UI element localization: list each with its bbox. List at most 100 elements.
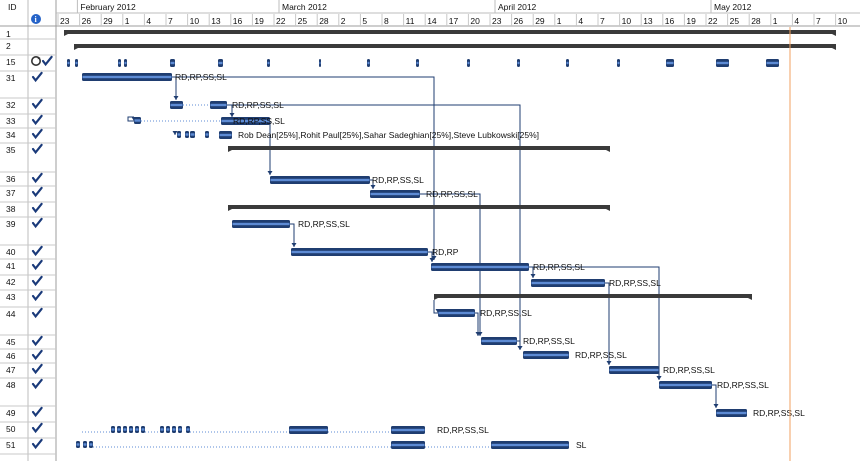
task-row-50[interactable]: 50 (0, 422, 56, 439)
summary-bar-2[interactable] (74, 44, 836, 50)
task-id: 38 (6, 204, 16, 214)
task-row-40[interactable]: 40 (0, 245, 56, 260)
task-bar-50a[interactable] (289, 426, 328, 434)
recurring-occurrence-0[interactable] (67, 59, 70, 67)
task-bar-32[interactable] (170, 101, 183, 109)
task-bar-42[interactable] (531, 279, 605, 287)
task-label-51: SL (576, 440, 587, 450)
task-row-36[interactable]: 36 (0, 172, 56, 187)
task-bar-50-seg-1[interactable] (117, 426, 121, 433)
task-bar-51-seg-1[interactable] (83, 441, 87, 448)
task-row-45[interactable]: 45 (0, 335, 56, 350)
complete-check-icon (31, 143, 43, 155)
task-row-42[interactable]: 42 (0, 275, 56, 291)
summary-bar-43[interactable] (434, 294, 752, 300)
task-row-35[interactable]: 35 (0, 143, 56, 173)
task-row-41[interactable]: 41 (0, 259, 56, 276)
recurring-occurrence-8[interactable] (367, 59, 370, 67)
task-bar-50-seg-10[interactable] (186, 426, 190, 433)
recurring-occurrence-1[interactable] (75, 59, 78, 67)
task-row-39[interactable]: 39 (0, 217, 56, 246)
task-row-1[interactable]: 1 (0, 29, 56, 40)
dependency-link-41-42-arrowhead (530, 274, 536, 278)
task-bar-33a[interactable] (134, 117, 141, 124)
task-bar-50-seg-3[interactable] (129, 426, 133, 433)
recurring-occurrence-11[interactable] (517, 59, 520, 67)
task-bar-51-seg-0[interactable] (76, 441, 80, 448)
task-row-46[interactable]: 46 (0, 349, 56, 364)
task-row-49[interactable]: 49 (0, 406, 56, 423)
task-row-51[interactable]: 51 (0, 438, 56, 455)
task-bar-50-seg-2[interactable] (123, 426, 127, 433)
task-bar-50-seg-5[interactable] (141, 426, 145, 433)
task-row-34[interactable]: 34 (0, 128, 56, 144)
recurring-occurrence-5[interactable] (218, 59, 223, 67)
recurring-occurrence-4[interactable] (170, 59, 175, 67)
task-row-32[interactable]: 32 (0, 98, 56, 115)
task-bar-33[interactable] (221, 117, 270, 125)
task-bar-46[interactable] (523, 351, 569, 359)
recurring-occurrence-3[interactable] (124, 59, 127, 67)
task-label-48: RD,RP,SS,SL (717, 380, 769, 390)
recurring-occurrence-9[interactable] (416, 59, 419, 67)
recurring-occurrence-2[interactable] (118, 59, 121, 67)
task-bar-34[interactable] (219, 131, 232, 139)
task-bar-32b[interactable] (210, 101, 227, 109)
task-bar-50-seg-6[interactable] (160, 426, 164, 433)
summary-bar-38[interactable] (228, 205, 610, 211)
task-row-15[interactable]: 15 (0, 55, 56, 72)
recurring-occurrence-16[interactable] (766, 59, 779, 67)
task-bar-36[interactable] (270, 176, 370, 184)
task-bar-34-seg-2[interactable] (190, 131, 195, 138)
task-bar-48[interactable] (659, 381, 712, 389)
task-label-37: RD,RP,SS,SL (426, 189, 478, 199)
task-row-44[interactable]: 44 (0, 307, 56, 336)
task-bar-49[interactable] (716, 409, 747, 417)
task-row-47[interactable]: 47 (0, 363, 56, 379)
task-bar-39[interactable] (232, 220, 290, 228)
task-bar-44[interactable] (438, 309, 475, 317)
recurring-occurrence-7[interactable] (319, 59, 321, 67)
recurring-occurrence-15[interactable] (716, 59, 729, 67)
task-bar-40[interactable] (291, 248, 428, 256)
task-bar-50-seg-7[interactable] (166, 426, 170, 433)
recurring-occurrence-10[interactable] (467, 59, 470, 67)
summary-bar-35[interactable] (228, 146, 610, 152)
day-tick-label: 4 (578, 16, 583, 26)
task-bar-31[interactable] (82, 73, 172, 81)
task-bar-50b[interactable] (391, 426, 425, 434)
task-bar-50-seg-4[interactable] (135, 426, 139, 433)
summary-bar-1[interactable] (64, 30, 836, 36)
recurring-occurrence-14[interactable] (666, 59, 674, 67)
task-row-31[interactable]: 31 (0, 71, 56, 99)
task-bar-51-seg-2[interactable] (89, 441, 93, 448)
task-id: 34 (6, 130, 16, 140)
task-row-2[interactable]: 2 (0, 41, 56, 56)
recurring-occurrence-6[interactable] (267, 59, 270, 67)
task-bar-34-seg-3[interactable] (205, 131, 209, 138)
task-bar-37[interactable] (370, 190, 420, 198)
task-row-38[interactable]: 38 (0, 202, 56, 218)
recurring-occurrence-13[interactable] (617, 59, 620, 67)
task-bar-50-seg-8[interactable] (172, 426, 176, 433)
task-row-33[interactable]: 33 (0, 114, 56, 129)
task-bar-51b[interactable] (491, 441, 569, 449)
task-row-37[interactable]: 37 (0, 186, 56, 203)
task-bar-51a[interactable] (391, 441, 425, 449)
task-bar-41[interactable] (431, 263, 529, 271)
task-bar-47[interactable] (609, 366, 659, 374)
task-bar-50-seg-9[interactable] (178, 426, 182, 433)
task-bar-45[interactable] (481, 337, 517, 345)
task-row-43[interactable]: 43 (0, 290, 56, 308)
task-bar-50-seg-0[interactable] (111, 426, 115, 433)
recurring-occurrence-12[interactable] (566, 59, 569, 67)
task-bar-34-seg-1[interactable] (185, 131, 189, 138)
task-label-50: RD,RP,SS,SL (437, 425, 489, 435)
day-tick-label: 16 (233, 16, 243, 26)
task-row-48[interactable]: 48 (0, 378, 56, 407)
task-bar-34-seg-0[interactable] (177, 131, 181, 138)
task-label-49: RD,RP,SS,SL (753, 408, 805, 418)
